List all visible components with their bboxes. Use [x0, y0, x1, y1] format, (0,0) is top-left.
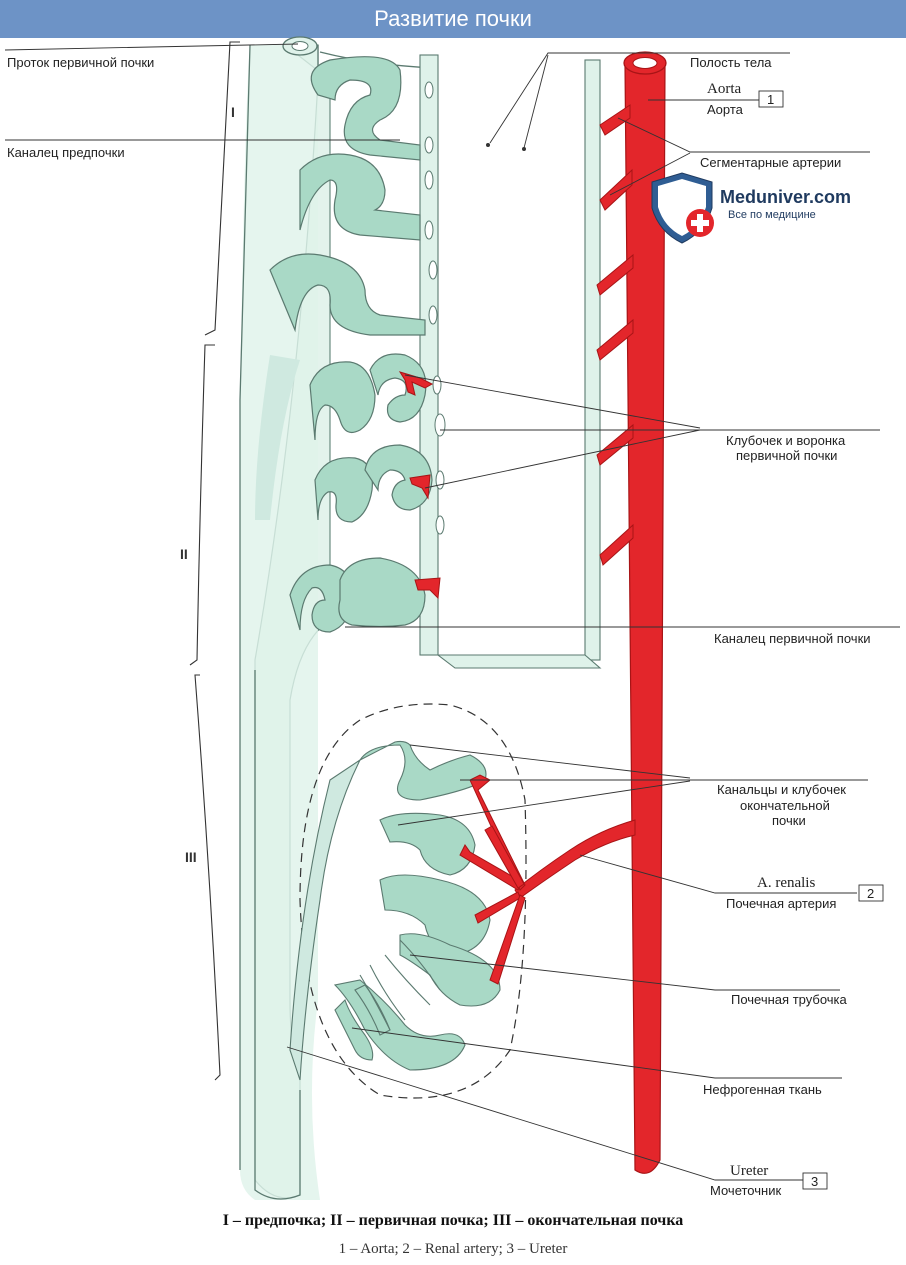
label-body-cavity: Полость тела: [690, 55, 772, 70]
label-renal-tubule: Почечная трубочка: [731, 992, 848, 1007]
label-segmental-arteries: Сегментарные артерии: [700, 155, 841, 170]
header-bar: [0, 0, 906, 38]
metanephros: [289, 703, 636, 1099]
label-glomerulus-line1: Клубочек и воронка: [726, 433, 846, 448]
number-box-2: [858, 884, 884, 902]
label-pronephric-duct: Проток первичной почки: [7, 55, 154, 70]
label-metanephric-line1: Канальцы и клубочек: [717, 782, 846, 797]
nephric-duct: [239, 36, 331, 1200]
body-cavity: [319, 51, 602, 669]
section-label-2: II: [180, 546, 188, 562]
section-brackets: [189, 41, 240, 1081]
label-aorta-ru: Аорта: [707, 102, 744, 117]
label-aorta-latin: Aorta: [707, 81, 741, 97]
number-box-3: [802, 1172, 828, 1190]
label-glomerulus-line2: первичной почки: [736, 448, 837, 463]
label-number-2: 2: [867, 886, 874, 901]
figure-caption: I – предпочка; II – первичная почка; III…: [222, 1212, 684, 1229]
label-metanephric-line3: почки: [772, 813, 806, 828]
mesonephric-tubules: [255, 56, 433, 633]
aorta: [398, 51, 667, 1174]
number-box-1: [758, 90, 784, 108]
meduniver-logo: Meduniver.com Все по медицине: [651, 172, 851, 244]
section-label-3: III: [185, 849, 197, 865]
label-number-1: 1: [767, 92, 774, 107]
leader-lines: [4, 43, 900, 1181]
renal-artery: [459, 774, 636, 985]
label-metanephric-line2: окончательной: [740, 798, 830, 813]
label-ureter-latin: Ureter: [730, 1163, 768, 1179]
label-renal-ru: Почечная артерия: [726, 896, 836, 911]
label-pronephric-tubule: Каналец предпочки: [7, 145, 125, 160]
label-nephrogenic: Нефрогенная ткань: [703, 1082, 822, 1097]
figure-legend: 1 – Aorta; 2 – Renal artery; 3 – Ureter: [338, 1241, 568, 1257]
label-number-3: 3: [811, 1174, 818, 1189]
section-label-1: I: [231, 104, 235, 120]
logo-name: Meduniver.com: [720, 187, 851, 207]
label-mesonephric-tubule: Каналец первичной почки: [714, 631, 871, 646]
logo-tagline: Все по медицине: [728, 209, 816, 221]
label-renal-latin: A. renalis: [757, 875, 815, 891]
page-title: Развитие почки: [374, 6, 532, 31]
label-ureter-ru: Мочеточник: [710, 1183, 781, 1198]
